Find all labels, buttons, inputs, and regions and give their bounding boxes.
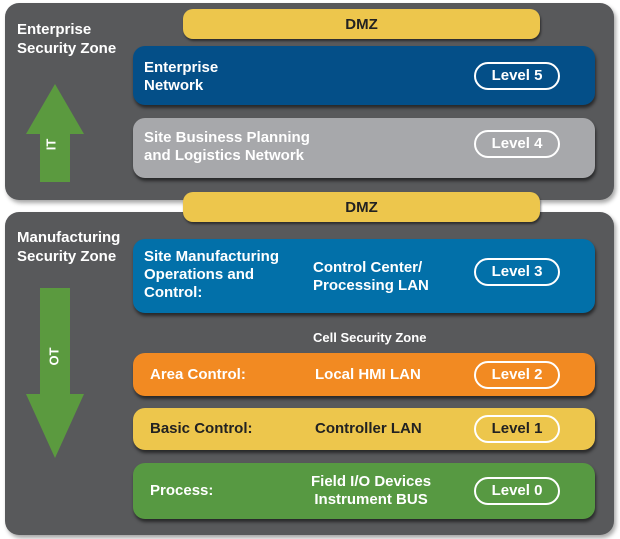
- level-2-detail: Local HMI LAN: [315, 366, 421, 383]
- level-4-business-planning: Site Business Planning and Logistics Net…: [133, 118, 595, 178]
- dmz-upper: DMZ: [183, 9, 540, 39]
- it-arrow-label: IT: [43, 138, 59, 151]
- level-3-badge: Level 3: [474, 258, 560, 286]
- ot-arrow-label: OT: [46, 347, 62, 366]
- level-1-name: Basic Control:: [150, 420, 253, 437]
- manufacturing-zone-label: Manufacturing Security Zone: [17, 229, 121, 265]
- level-1-basic-control: Basic Control: Controller LAN Level 1: [133, 408, 595, 450]
- level-5-badge: Level 5: [474, 62, 560, 90]
- level-1-badge: Level 1: [474, 415, 560, 443]
- level-0-badge: Level 0: [474, 477, 560, 505]
- it-up-arrow-icon: [26, 84, 84, 182]
- dmz-lower: DMZ: [183, 192, 540, 222]
- level-3-site-manufacturing: Site Manufacturing Operations and Contro…: [133, 239, 595, 313]
- level-2-badge: Level 2: [474, 361, 560, 389]
- enterprise-zone-label: Enterprise Security Zone: [17, 21, 117, 57]
- level-4-badge: Level 4: [474, 130, 560, 158]
- level-1-detail: Controller LAN: [315, 420, 422, 437]
- ot-down-arrow-icon: [26, 288, 84, 458]
- level-3-name: Site Manufacturing Operations and Contro…: [144, 248, 280, 301]
- level-4-name: Site Business Planning and Logistics Net…: [144, 129, 310, 164]
- level-2-area-control: Area Control: Local HMI LAN Level 2: [133, 353, 595, 396]
- cell-security-zone-label: Cell Security Zone: [313, 330, 427, 345]
- level-0-name: Process:: [150, 482, 214, 499]
- level-2-name: Area Control:: [150, 366, 246, 383]
- level-3-detail: Control Center/ Processing LAN: [313, 259, 429, 294]
- level-0-detail: Field I/O Devices Instrument BUS: [311, 473, 432, 508]
- level-5-name: Enterprise Network: [144, 59, 219, 94]
- level-5-enterprise-network: Enterprise Network Level 5: [133, 46, 595, 105]
- level-0-process: Process: Field I/O Devices Instrument BU…: [133, 463, 595, 519]
